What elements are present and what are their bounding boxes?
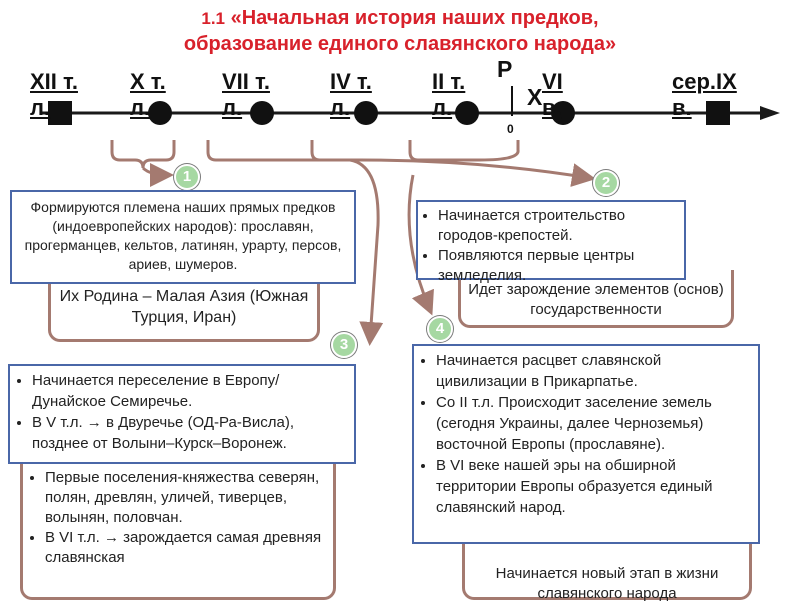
box1-front: Формируются племена наших прямых предков…: [10, 190, 356, 284]
title-number: 1.1: [201, 9, 226, 28]
box4-item: Начинается расцвет славянской цивилизаци…: [436, 350, 752, 392]
box1-back-text: Их Родина – Малая Азия (Южная Турция, Ир…: [59, 288, 309, 326]
box2-item: Появляются первые центры земледелия.: [438, 246, 680, 286]
arrow-to-3: [310, 140, 384, 346]
bracket-4: [408, 140, 520, 162]
page-subtitle: образование единого славянского народа»: [183, 33, 617, 55]
box1-front-text: Формируются племена наших прямых предков…: [24, 199, 342, 272]
box4-front: Начинается расцвет славянской цивилизаци…: [412, 344, 760, 544]
marker-circle-iv: [354, 101, 378, 125]
arrow-to-4: [407, 174, 434, 316]
rh-letter-h: Х: [527, 84, 543, 110]
title-line1: «Начальная история наших предков,: [230, 7, 599, 29]
page-title: 1.1 «Начальная история наших предков,: [0, 6, 800, 31]
bracket-1: [110, 140, 176, 169]
label-vii-tl: VII т.л.: [222, 69, 270, 120]
label-xii-tl: XII т.л.: [30, 69, 78, 120]
box3-back: Первые поселения-княжества северян, поля…: [20, 462, 336, 600]
label-x-tl: X т.л.: [130, 69, 166, 120]
badge-2: 2: [593, 170, 619, 196]
box3-front: Начинается переселение в Европу/Дунайско…: [8, 364, 356, 464]
marker-circle-ii: [455, 101, 479, 125]
box3-item: В V т.л. → в Двуречье (ОД-Ра-Висла), поз…: [32, 412, 348, 454]
arrow-to-1: [141, 162, 174, 187]
zero-label: 0: [507, 122, 514, 136]
badge-3: 3: [331, 332, 357, 358]
badge-4: 4: [427, 316, 453, 342]
axis-arrowhead: [760, 106, 780, 120]
arrow-to-2: [206, 140, 596, 187]
marker-square-xii: [48, 101, 72, 125]
box4-back: Начинается новый этап в жизни славянског…: [462, 540, 752, 602]
box2-item: Начинается строительство городов-крепост…: [438, 206, 680, 246]
box3-item: Начинается переселение в Европу/Дунайско…: [32, 370, 348, 412]
rh-letter-r: Р: [497, 56, 513, 82]
box3-back-item: Первые поселения-княжества северян, поля…: [45, 468, 327, 528]
box4-item: В VI веке нашей эры на обширной территор…: [436, 455, 752, 518]
marker-circle-x: [148, 101, 172, 125]
box4-item: Со II т.л. Происходит заселение земель (…: [436, 392, 752, 455]
box2-back-text: Идет зарождение элементов (основ) госуда…: [468, 281, 724, 318]
label-iv-tl: IV т.л.: [330, 69, 372, 120]
box2-front: Начинается строительство городов-крепост…: [416, 200, 686, 284]
marker-circle-vi: [551, 101, 575, 125]
box4-back-text: Начинается новый этап в жизни славянског…: [495, 565, 719, 602]
box3-back-item: В VI т.л. → зарождается самая древняя сл…: [45, 528, 327, 568]
label-ii-tl: II т.л.: [432, 69, 466, 120]
marker-circle-vii: [250, 101, 274, 125]
badge-1: 1: [174, 164, 200, 190]
marker-square-ix: [706, 101, 730, 125]
